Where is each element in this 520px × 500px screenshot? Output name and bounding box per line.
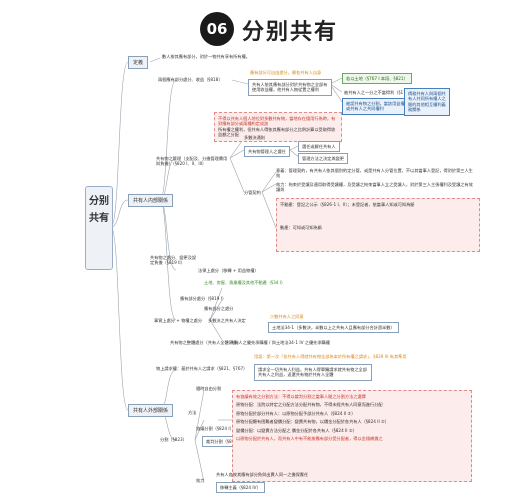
handle-item-5: 少數共有人之同意 (270, 314, 304, 319)
contract-pink-box: 不動產：登記之公示（§826-1 I、II）；未登記者，依當事人知或可知為斷 動… (276, 198, 480, 252)
methods-pink-box: 有協議有效之分割方法：不得以裁判分割之當事人間之分割方法之選擇 原物分配：法院以… (232, 390, 472, 482)
method-pink-4: 原物分配顯有困難者變價分配：變賣共有物，以價金分配於各共有人（§824 II ②… (236, 419, 389, 425)
mgmt-manager-item-1: 選任或解任共有人 (298, 141, 340, 153)
contract-realty: 不動產：登記之公示（§826-1 I、II）；未登記者，依當事人知或可知為斷 (280, 202, 415, 207)
branch-internal: 共有人内部關係 (128, 194, 174, 207)
effect-item-1: 共有人各按其應有部分負與出賣人同一之擔保責任 (216, 472, 309, 477)
share-item-3: 被認共有物之分割，當該用益權或共有人之共同權利 (342, 98, 410, 115)
claim-box: 請求全一切共有人利益，共有人得單獨請求就共有物之全部 共有人之利益，返還共有物於… (254, 364, 372, 381)
mgmt-sub-majority: 多數決通則 (244, 135, 265, 140)
contract-effect: 效力：拘束於受讓及適用取得受讓權，及受讓之拘束當事人立之受讓人，對於第三人主張權… (276, 182, 473, 193)
method-pink-1: 有協議有效之分割方法：不得以裁判分割之當事人間之分割方法之選擇 (236, 394, 366, 399)
method-pink-2: 原物分配：法院以特定之分配方法分配共有物，不得未經共有人同意而進行分配 (236, 402, 383, 408)
contract-movable: 動產：可知或可知為斷 (280, 225, 322, 231)
claim-label: 物上請求權：基於共有人之請求（§821、§767） (156, 366, 248, 371)
contract-meaning: 意義：管理契約，有共有人依其個別約定分管，或是共有人分管位置，不以其當事人登記，… (276, 168, 473, 179)
methods-label: 方法 (188, 410, 197, 415)
title-text: 分别共有 (242, 19, 339, 45)
share-warning: 應有部分可自由處分，屬各共有人自身 (250, 70, 322, 75)
split-freedom: 隨時自由分割 (196, 386, 222, 391)
share-item-2: 被共有人之一分之不當得利（§179） (344, 90, 413, 95)
handle-item-4: 多數決之共有人決定 (208, 318, 246, 323)
root-label: 分别共有 (89, 196, 109, 224)
handle-buy: 共有人之優先承購權 / 與土地法34-1 IV 之優先承購權 (230, 340, 330, 345)
method-pink-3: 原物分配於部分共有人：以原物分配予部分共有人（§824 II ②） (236, 410, 356, 416)
mgmt-label: 共有物之管理（支配及、分擔管理費用與負擔）（§820 I、II、III） (156, 156, 228, 167)
handle-note-1: 應有部分處分（§819 I） (180, 296, 227, 301)
title-number-badge: 06 (200, 12, 234, 46)
handle-note-2: 事實上處分 + 物權之處分 (154, 318, 203, 323)
page-title: 06 分别共有 (200, 12, 340, 46)
handle-item-1: 法律上處分（移轉 + 用益物權） (198, 268, 259, 273)
claim-item-2: 共有人之利益，返還共有物於共有人全體 (258, 372, 334, 378)
method-pink-6: 以原物分配於共有人，而共有人中有不能按應有部分受分配者，得以金錢補償之 (236, 436, 383, 442)
methods-agree: 協議分割（§824 I） (196, 426, 234, 431)
share-side-note: 債務共有人與兩個共有人共同所有權人之間的其他相互權利義務關係 (404, 88, 450, 116)
split-label: 分割（§823） (160, 437, 187, 442)
pink-note-line-2: 所有權之權利，但共有人得依其應有部分之比例計算以受取得收益額之分配 (218, 126, 336, 138)
claim-alt: 用語：第一次「各共有人得就共有物全部為本於所有權之請求」、§828 III 有其… (254, 354, 407, 359)
handle-note-3: 共有物之整體處分（共有人全體同意） (170, 340, 242, 345)
share-main-box: 共有人依其應有部分對於共有物之全部有使用收益權，他共有人無從置之權利 (248, 79, 332, 96)
branch-definition: 定義 (128, 56, 149, 69)
branch-internal-label: 共有人内部關係 (133, 198, 169, 204)
handle-item-3: 應有部分之處分 (204, 306, 234, 311)
root-node: 分别共有 (85, 186, 113, 270)
mgmt-sub-contract: 分管契約 (244, 190, 261, 195)
claim-item-1: 請求全一切共有人利益，共有人得單獨請求就共有物之全部 (258, 367, 367, 372)
effect-label: 效力 (196, 478, 205, 483)
handle-label: 共有物之處分、變更及設定負擔（§819 II） (150, 255, 197, 266)
effect-item-2: 移轉主義（§824 IV） (216, 482, 265, 494)
share-pink-note: 不得以共有人個人地位對多數共有物，當地存在擅用行為時，有對應有部分或兩種約定成該… (214, 112, 342, 142)
share-label: 兩個應有部分處分、收益（§818） (158, 77, 223, 82)
handle-item-6: 土地法34-1（多數決，半數以上之共有人且應有部分合計過半數） (268, 322, 399, 334)
mgmt-manager-item-2: 管理方法之決定與變更 (298, 153, 348, 165)
branch-definition-label: 定義 (133, 60, 144, 66)
method-pink-5: 變價分配：以變賣方法分配之 價金分配於各共有人（§824 II ②） (236, 427, 357, 433)
definition-text: 數人按其應有部分，對於一物共有享有所有權。 (162, 54, 250, 59)
pink-note-line-1: 不得以共有人個人地位對多數共有物，當地存在擅用行為時，有對應有部分或兩種約定成該 (218, 116, 336, 127)
share-item-1: 若以土地（§767 I 本段、§821） (342, 73, 412, 85)
mgmt-sub-manager: 共有物管理人之選任 (244, 146, 290, 158)
handle-item-2: 土地、房屋、漁業權及其他不動產（§34 I） (204, 280, 286, 285)
branch-external-label: 共有人外部關係 (133, 408, 169, 414)
branch-external: 共有人外部關係 (128, 404, 174, 417)
